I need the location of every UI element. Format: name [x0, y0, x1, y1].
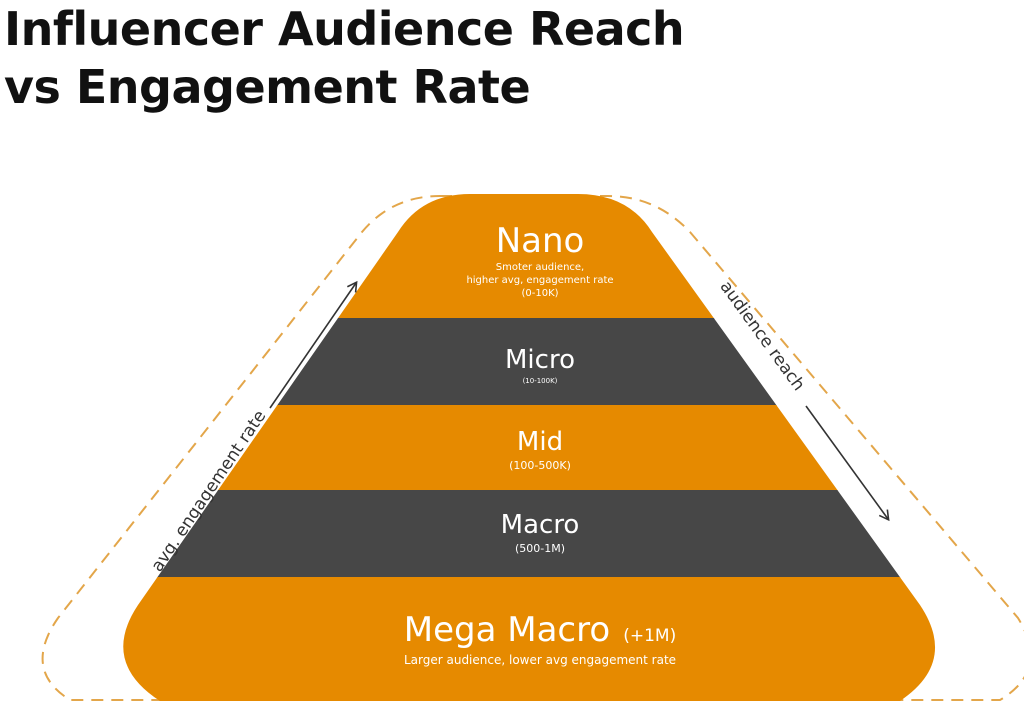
tier-mega-desc: Larger audience, lower avg engagement ra…: [404, 653, 676, 667]
tier-micro-name: Micro: [505, 345, 575, 375]
tier-macro-range: (500-1M): [515, 542, 565, 555]
title-line-2: vs Engagement Rate: [4, 60, 531, 114]
band-mega: [123, 577, 936, 701]
tier-mega-name: Mega Macro: [404, 610, 610, 650]
tier-mega-title: Mega Macro (+1M): [404, 610, 676, 650]
band-macro: [123, 490, 936, 578]
tier-nano-desc-1: Smoter audience,: [496, 262, 584, 273]
reach-arrow: [805, 405, 890, 522]
engagement-arrow: [269, 280, 358, 409]
tier-mid-name: Mid: [517, 427, 563, 457]
tier-mid-range: (100-500K): [509, 459, 571, 472]
dashed-outline: [41, 195, 1024, 701]
tier-mega-range: (+1M): [623, 626, 676, 646]
tier-micro-range: (10-100K): [523, 377, 558, 385]
tier-nano-desc-2: higher avg, engagement rate: [466, 275, 613, 286]
tier-nano-name: Nano: [496, 221, 585, 261]
band-mid: [123, 405, 936, 491]
tier-nano-range: (0-10K): [521, 288, 558, 299]
page-title: Influencer Audience Reach vs Engagement …: [4, 0, 685, 116]
tier-macro-name: Macro: [501, 510, 580, 540]
title-line-1: Influencer Audience Reach: [4, 2, 685, 56]
